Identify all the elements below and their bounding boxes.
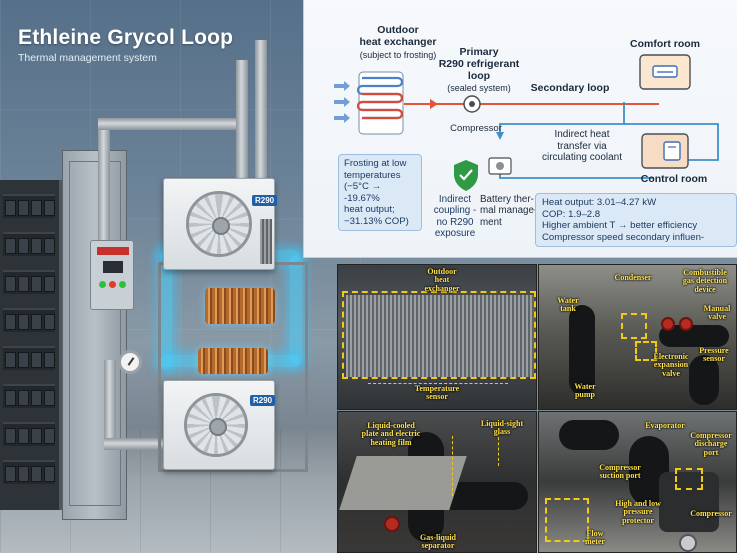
outdoor-hx-note: (subject to frosting)	[359, 50, 437, 60]
render-subtitle: Thermal management system	[18, 52, 157, 64]
highlight-box	[545, 498, 589, 542]
secondary-loop-label: Secondary loop	[530, 82, 610, 94]
label-flow-meter: Flow meter	[585, 529, 605, 547]
r290-badge: R290	[250, 395, 276, 406]
comfort-room-label: Comfort room	[630, 38, 700, 50]
photo-cooling-plate: Liquid-cooled plate and electric heating…	[337, 411, 537, 553]
highlight-box	[621, 313, 647, 339]
render-title: Ethleine Grycol Loop	[18, 26, 234, 49]
r290-badge: R290	[252, 195, 278, 206]
indirect-coupling-label: Indirect coupling - no R290 exposure	[433, 194, 477, 239]
label-water-pump: Water pump	[574, 382, 596, 400]
pressure-gauge	[118, 350, 142, 374]
compressor-icon	[463, 95, 481, 113]
label-condenser: Condenser	[614, 273, 652, 282]
battery-cabinet	[62, 150, 127, 520]
label-discharge-port: Compressor discharge port	[690, 431, 732, 457]
control-box	[90, 240, 134, 310]
battery-rack	[0, 180, 62, 510]
red-valve	[661, 317, 675, 331]
leader-line	[368, 383, 508, 384]
comfort-room-icon	[639, 54, 691, 90]
photo-compressor: Evaporator Compressor discharge port Com…	[538, 411, 737, 553]
performance-info-box: Heat output: 3.01–4.27 kW COP: 1.9–2.8 H…	[535, 193, 737, 247]
upper-outdoor-unit: R290	[163, 178, 278, 270]
red-valve	[384, 516, 400, 532]
compressor-body	[659, 472, 719, 532]
highlight-box	[635, 341, 657, 361]
frosting-info-box: Frosting at low temperatures (−5°C → -19…	[338, 154, 422, 231]
label-pressure-protector: High and low pressure protector	[615, 499, 661, 525]
label-pressure-sensor: Pressure sensor	[699, 346, 729, 364]
highlight-box	[342, 291, 536, 379]
schematic-diagram: Outdoor heat exchanger (subject to frost…	[303, 0, 737, 258]
vertical-pipe	[98, 120, 110, 250]
compressor-label: Compressor	[450, 123, 502, 134]
label-sight-glass: Liquid-sight glass	[480, 419, 524, 437]
fan-icon	[184, 393, 248, 457]
indirect-heat-label: Indirect heat transfer via circulating c…	[541, 129, 623, 163]
label-temperature-sensor: Temperature sensor	[414, 384, 460, 402]
label-evaporator: Evaporator	[645, 421, 685, 430]
horizontal-pipe	[104, 438, 164, 450]
primary-loop-note: (sealed system)	[447, 83, 511, 93]
heat-exchanger-coil	[198, 348, 268, 374]
label-water-tank: Water tank	[557, 296, 579, 314]
secondary-arrow	[496, 132, 504, 140]
primary-loop-arrow	[404, 99, 659, 109]
airflow-arrows	[334, 81, 350, 123]
gauge-icon	[679, 534, 697, 552]
control-room-icon	[641, 133, 689, 169]
heat-exchanger-icon	[488, 157, 512, 175]
heat-exchanger-grille	[346, 295, 534, 377]
label-expansion-valve: Electronic expansion valve	[653, 352, 689, 378]
label-gas-detection: Combustible gas detection device	[682, 268, 728, 294]
battery-label: Battery ther- mal manage- ment	[480, 194, 538, 228]
coolant-glow-pipe	[160, 250, 172, 370]
outdoor-hx-title: Outdoor heat exchanger	[359, 24, 437, 49]
label-manual-valve: Manual valve	[703, 304, 731, 322]
label-outdoor-hx: Outdoor heat exchanger	[424, 267, 460, 293]
diagram-graphics	[334, 54, 719, 191]
vertical-pipe	[255, 40, 267, 180]
control-room-label: Control room	[640, 173, 708, 185]
highlight-box	[675, 468, 703, 490]
vertical-pipe	[104, 360, 116, 450]
label-cooled-plate: Liquid-cooled plate and electric heating…	[361, 421, 421, 447]
label-suction-port: Compressor suction port	[599, 463, 641, 481]
heat-exchanger-coil	[205, 288, 275, 324]
outdoor-heat-exchanger-icon	[356, 71, 404, 135]
red-valve	[679, 317, 693, 331]
label-compressor: Compressor	[690, 509, 732, 518]
label-separator: Gas-liquid separator	[419, 533, 456, 551]
lower-outdoor-unit: R290	[163, 380, 276, 470]
coolant-glow-pipe	[290, 255, 302, 365]
horizontal-pipe	[98, 118, 248, 130]
cooling-plate	[339, 456, 467, 510]
vertical-pipe	[236, 60, 248, 180]
photo-machinery: Condenser Combustible gas detection devi…	[538, 264, 737, 410]
photo-outdoor-heat-exchanger: Outdoor heat exchanger Temperature senso…	[337, 264, 537, 410]
check-shield-icon	[454, 160, 478, 191]
primary-loop-label: Primary R290 refrigerant loop	[438, 46, 520, 83]
fan-icon	[186, 191, 252, 257]
